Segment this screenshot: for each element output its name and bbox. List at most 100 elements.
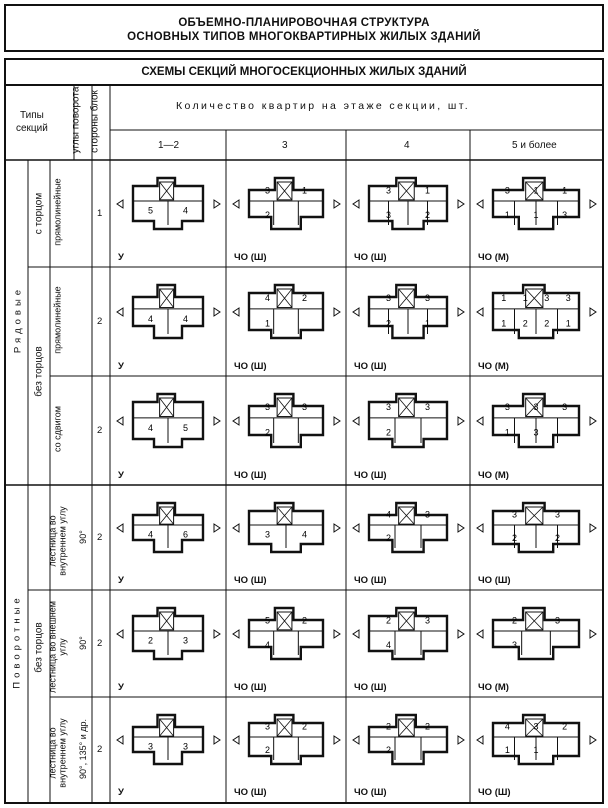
document-title: ОБЪЕМНО-ПЛАНИРОВОЧНАЯ СТРУКТУРА ОСНОВНЫХ… <box>4 4 604 52</box>
apartment-number: 2 <box>386 745 391 755</box>
section-type-label: ЧО (Ш) <box>354 682 387 693</box>
entrance-arrow-icon <box>476 198 484 209</box>
entrance-arrow-icon <box>333 628 341 639</box>
entrance-arrow-icon <box>352 415 360 426</box>
stair-box <box>159 718 175 737</box>
apartment-number: 5 <box>148 206 153 216</box>
entrance-arrow-icon <box>333 415 341 426</box>
stair-cross <box>525 288 544 308</box>
plan-outline <box>131 283 205 340</box>
apartment-number: 4 <box>302 529 307 539</box>
apartment-number: 3 <box>265 722 270 732</box>
stair-cross <box>398 718 415 737</box>
entrance-arrow-icon <box>333 198 341 209</box>
stair-box <box>525 718 544 737</box>
section-type-label: ЧО (Ш) <box>234 682 267 693</box>
apartment-number: 4 <box>265 293 270 303</box>
plan-outline <box>491 176 581 231</box>
section-type-label: ЧО (М) <box>478 470 509 481</box>
stair-cross <box>276 181 293 201</box>
apartment-number: 2 <box>386 318 391 328</box>
stair-cross <box>525 611 544 631</box>
entrance-arrow-icon <box>232 628 240 639</box>
plan-outline <box>131 606 205 661</box>
section-type-label: ЧО (Ш) <box>354 787 387 798</box>
subgroup-no-end-row: без торцов <box>33 346 45 397</box>
stair-cross <box>525 506 544 525</box>
stair-box <box>525 288 544 309</box>
apartment-number: 2 <box>386 533 391 543</box>
apartment-number: 4 <box>505 722 510 732</box>
row-type-label: прямолинейные <box>52 285 62 354</box>
section-plan: 4 2 1 <box>247 283 325 340</box>
title-line-1: ОБЪЕМНО-ПЛАНИРОВОЧНАЯ СТРУКТУРА <box>178 17 430 29</box>
stair-box <box>398 611 415 631</box>
row-sides-label: 2 <box>97 637 103 649</box>
stair-box <box>525 397 544 418</box>
stair-box <box>159 288 175 309</box>
stair-cross <box>525 181 544 201</box>
apartment-number: 4 <box>386 640 391 650</box>
entrance-arrow-icon <box>589 198 597 209</box>
plan-outline <box>247 606 325 661</box>
apartment-number: 3 <box>512 640 517 650</box>
row-type-label: со сдвигом <box>52 405 62 452</box>
section-type-label: ЧО (Ш) <box>234 252 267 263</box>
plan-outline <box>247 501 325 554</box>
entrance-arrow-icon <box>116 628 124 639</box>
plan-outline <box>367 176 449 231</box>
apartment-number: 2 <box>386 722 391 732</box>
entrance-arrow-icon <box>476 415 484 426</box>
section-type-label: ЧО (Ш) <box>234 787 267 798</box>
apartment-number: 2 <box>555 533 560 543</box>
apartment-number: 1 <box>562 185 567 195</box>
apartment-number: 3 <box>425 293 430 303</box>
entrance-arrow-icon <box>476 734 484 745</box>
apartment-number: 3 <box>555 510 560 520</box>
apartment-number: 4 <box>148 314 153 324</box>
plan-outline <box>367 713 449 766</box>
section-type-label: ЧО (Ш) <box>354 575 387 586</box>
row-type-label: прямолинейные <box>52 177 62 246</box>
apartment-number: 1 <box>265 318 270 328</box>
entrance-arrow-icon <box>352 522 360 533</box>
stair-box <box>398 288 415 309</box>
apartment-number: 2 <box>386 427 391 437</box>
apartment-number: 1 <box>302 185 307 195</box>
plan-outline <box>131 176 205 231</box>
section-type-label: У <box>118 470 124 481</box>
table-subtitle: СХЕМЫ СЕКЦИЙ МНОГОСЕКЦИОННЫХ ЖИЛЫХ ЗДАНИ… <box>6 60 602 86</box>
entrance-arrow-icon <box>116 306 124 317</box>
entrance-arrow-icon <box>589 522 597 533</box>
apartment-number: 3 <box>183 636 188 646</box>
entrance-arrow-icon <box>333 306 341 317</box>
col-header-3: 4 <box>404 140 410 151</box>
apartment-number: 2 <box>302 293 307 303</box>
stair-cross <box>276 397 293 417</box>
apartment-number: 6 <box>183 529 188 539</box>
section-type-label: ЧО (Ш) <box>478 787 511 798</box>
apartment-number: 3 <box>555 615 560 625</box>
angles-column-header: углы поворота <box>70 86 82 154</box>
apartment-number: 2 <box>512 615 517 625</box>
stair-cross <box>276 611 293 631</box>
stair-box <box>398 397 415 418</box>
stair-box <box>398 506 415 525</box>
section-type-label: ЧО (Ш) <box>234 470 267 481</box>
entrance-arrow-icon <box>232 734 240 745</box>
entrance-arrow-icon <box>476 522 484 533</box>
col-header-4: 5 и более <box>512 140 557 151</box>
stair-box <box>276 718 293 737</box>
section-type-label: ЧО (М) <box>478 252 509 263</box>
apartment-number: 2 <box>302 722 307 732</box>
plan-outline <box>247 392 325 449</box>
entrance-arrow-icon <box>116 415 124 426</box>
apartment-number: 4 <box>148 423 153 433</box>
entrance-arrow-icon <box>457 306 465 317</box>
title-line-2: ОСНОВНЫХ ТИПОВ МНОГОКВАРТИРНЫХ ЖИЛЫХ ЗДА… <box>127 31 481 43</box>
entrance-arrow-icon <box>476 628 484 639</box>
